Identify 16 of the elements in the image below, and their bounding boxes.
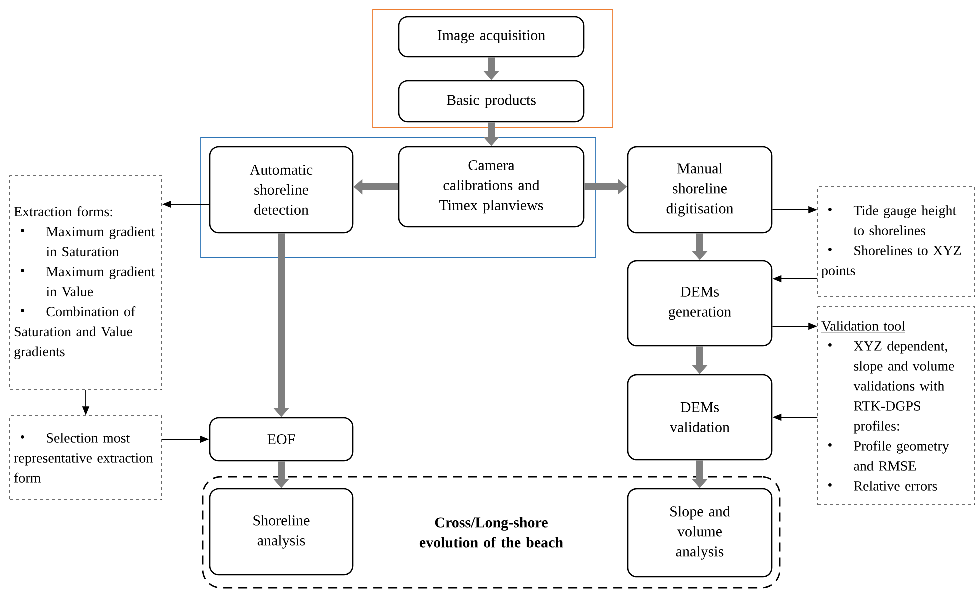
note-box: Validation tool XYZ dependent, slope and volume validations with RTK-DGPS profiles: Profile geometry and RMSE Relative errors (818, 306, 975, 506)
process-box: Automatic shoreline detection (209, 146, 354, 234)
process-box: Manual shoreline digitisation (627, 146, 773, 234)
process-box: Basic products (398, 80, 585, 123)
note-box: Extraction forms: Maximum gradient in Saturation Maximum gradient in Value Combination of Saturation and Value gradients (10, 176, 162, 390)
process-box: EOF (209, 417, 354, 462)
group-frame (200, 138, 596, 258)
note-box: Tide gauge height to shorelines Shorelines to XYZ points (818, 186, 975, 298)
group-frame (372, 10, 614, 128)
process-box: DEMs generation (627, 260, 773, 347)
note-box: Selection most representative extraction form (10, 416, 162, 500)
process-box: Image acquisition (398, 16, 585, 58)
process-box: Shoreline analysis (209, 488, 354, 576)
process-box: Camera calibrations and Timex planviews (398, 146, 585, 228)
process-box: DEMs validation (627, 374, 773, 461)
process-box: Slope and volume analysis (627, 488, 773, 578)
